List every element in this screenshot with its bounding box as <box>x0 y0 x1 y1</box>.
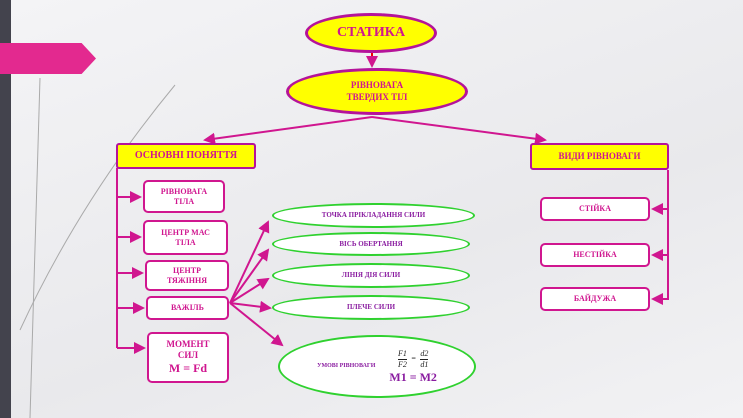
lever-item: ПЛЕЧЕ СИЛИ <box>272 295 470 320</box>
lever-item: ЛІНІЯ ДІЯ СИЛИ <box>272 263 470 288</box>
left-header: ОСНОВНІ ПОНЯТТЯ <box>116 143 256 169</box>
equilibrium-type: СТІЙКА <box>540 197 650 221</box>
moment-label: МОМЕНТ СИЛ <box>166 338 210 360</box>
concept-box: ЦЕНТР ТЯЖІННЯ <box>145 260 229 291</box>
right-header: ВИДИ РІВНОВАГИ <box>530 143 669 170</box>
lever-item: ВІСЬ ОБЕРТАННЯ <box>272 232 470 256</box>
concept-box: ЦЕНТР МАС ТІЛА <box>143 220 228 255</box>
subtitle-node: РІВНОВАГА ТВЕРДИХ ТІЛ <box>286 68 468 115</box>
concept-box: РІВНОВАГА ТІЛА <box>143 180 225 213</box>
condition-label: УМОВІ РІВНОВАГИ <box>317 362 376 369</box>
concept-box: МОМЕНТ СИЛ M = Fd <box>147 332 229 383</box>
concept-box: ВАЖІЛЬ <box>146 296 229 320</box>
moment-formula: M = Fd <box>168 361 208 376</box>
equilibrium-type: НЕСТІЙКА <box>540 243 650 267</box>
title-node: СТАТИКА <box>305 13 437 53</box>
lever-item: ТОЧКА ПРІКЛАДАННЯ СИЛИ <box>272 203 475 228</box>
side-bar <box>0 0 11 418</box>
equilibrium-type: БАЙДУЖА <box>540 287 650 311</box>
moments-equality: M1 = M2 <box>389 369 437 384</box>
pink-tag <box>0 43 96 74</box>
